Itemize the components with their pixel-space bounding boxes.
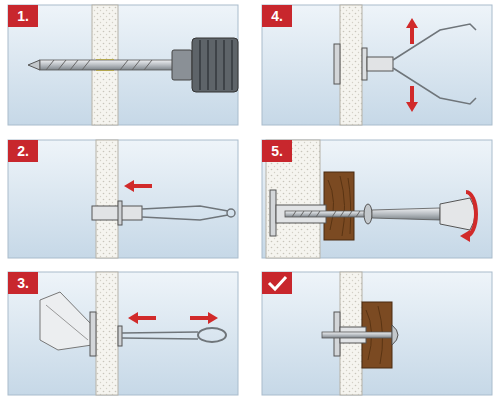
step-badges bbox=[8, 5, 292, 294]
panel-frames bbox=[8, 5, 492, 395]
step-number: 1. bbox=[8, 5, 38, 27]
check-mark bbox=[269, 277, 286, 289]
step-number: 4. bbox=[262, 5, 292, 27]
finished-scene bbox=[322, 272, 398, 395]
step-number: 5. bbox=[262, 140, 292, 162]
drill-scene bbox=[28, 5, 238, 125]
insert-scene bbox=[92, 140, 235, 258]
pull-scene bbox=[40, 272, 226, 395]
step-number: 2. bbox=[8, 140, 38, 162]
step-number: 3. bbox=[8, 272, 38, 294]
snap-scene bbox=[334, 5, 476, 125]
screw-scene bbox=[266, 140, 476, 258]
